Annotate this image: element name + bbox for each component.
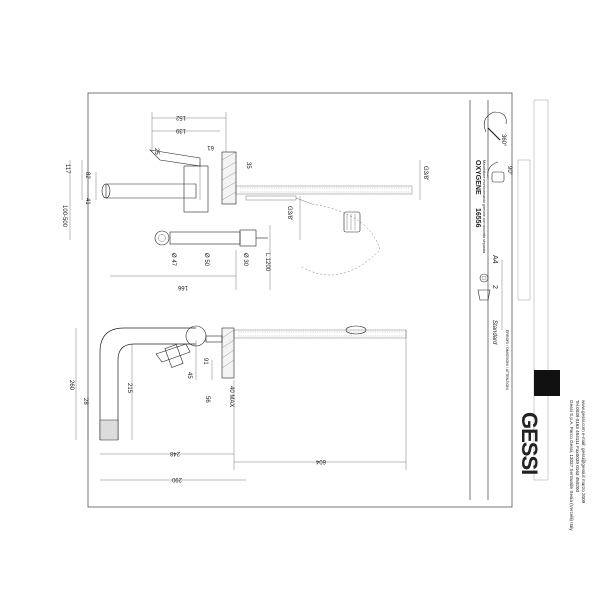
label-360: 360° [500, 134, 506, 147]
dim-260: 260 [68, 380, 74, 391]
model-description: Miscelatore monocomando girevole con doc… [482, 160, 486, 253]
dim-25: 25 [153, 148, 159, 155]
lever-side [155, 343, 191, 363]
paper-format: A4 [491, 255, 498, 264]
dim-d50: Ø 50 [203, 253, 209, 267]
rotation-360-icon [483, 111, 507, 133]
dim-35: 35 [245, 162, 251, 169]
dim-100-500: 100-500 [61, 205, 67, 228]
dim-40-max: 40 MAX [228, 386, 234, 407]
dim-45: 45 [186, 372, 192, 379]
wall-section-side [221, 327, 235, 379]
spout-outline [99, 327, 196, 440]
dim-56: 56 [204, 396, 210, 403]
model-name: OXYGENE [474, 160, 481, 195]
dim-248: 248 [169, 450, 180, 456]
dim-215: 215 [126, 383, 132, 394]
rotation-90-icon [487, 161, 499, 179]
company-web: www.gessi.com e-mail: gessi@gessi.it mar… [581, 400, 586, 504]
thread-g38-left: G3/8' [286, 206, 292, 220]
gessi-logo: GESSI [517, 412, 542, 474]
dim-28: 28 [82, 398, 88, 405]
sheet-number: 2 [491, 285, 498, 289]
spout-arm [105, 183, 197, 199]
dim-117: 117 [64, 164, 70, 174]
model-code: 16556 [474, 208, 481, 228]
body-circle-view [154, 230, 170, 246]
company-contacts: Tel.0039 0163 454111 Fax0039 0163 459200 [575, 400, 580, 492]
side-view: 260 215 28 45 91 56 40 MAX 248 290 604 [68, 325, 407, 482]
shower-hose-extended [299, 203, 381, 276]
dim-604: 604 [315, 458, 326, 464]
dim-l1200: L 1200 [264, 253, 270, 272]
copyright-note: ERRORI / OMISSIONI / ATTENZIONI [505, 330, 509, 390]
mixer-body [183, 165, 209, 213]
dim-61: 61 [207, 144, 214, 150]
title-block: GESSI OXYGENE 16556 Miscelatore monocoma… [469, 99, 586, 531]
drawing-border [87, 92, 513, 508]
projection-symbol-icon [479, 273, 489, 283]
hand-shower-head [343, 211, 361, 233]
dim-152: 152 [175, 114, 186, 120]
dim-82: 82 [84, 172, 90, 179]
thread-g38-right: G3/8' [422, 166, 428, 180]
dim-41: 41 [84, 198, 90, 205]
label-90: 90° [506, 166, 512, 176]
dim-91: 91 [202, 358, 208, 365]
dim-166: 166 [177, 284, 188, 290]
gessi-logo-block [534, 370, 560, 396]
supply-hose-upper [235, 185, 413, 195]
wall-section [221, 151, 237, 205]
standard-label: Standard [491, 320, 497, 345]
dim-d47: Ø 47 [170, 253, 176, 267]
dim-139: 139 [175, 127, 186, 133]
supply-hose-side [233, 329, 407, 339]
dim-d30: Ø 30 [242, 253, 248, 267]
top-view: 152 139 61 25 35 117 82 41 100-500 G3/8'… [61, 112, 428, 290]
dim-290: 290 [171, 476, 182, 482]
company-address: Gessi S.p.A. Parco Gessi, 13037 Serraval… [569, 400, 574, 531]
